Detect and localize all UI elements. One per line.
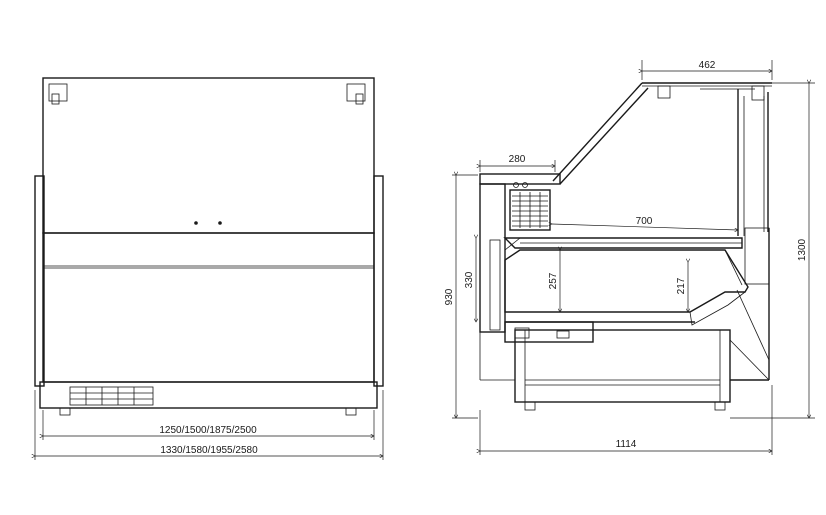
side-dim-total-height: 1300 <box>797 238 808 261</box>
front-dim-outer-width: 1330/1580/1955/2580 <box>160 445 258 456</box>
side-front-glass-inner <box>559 87 649 185</box>
side-dim-top-width: 462 <box>699 60 716 71</box>
side-dim-shelf-height: 330 <box>464 271 475 288</box>
front-body <box>42 232 375 383</box>
front-vent-grille <box>69 386 154 406</box>
front-side-panel-right <box>373 175 384 387</box>
side-dim-counter-height: 930 <box>444 288 455 305</box>
side-control-panel <box>556 330 570 339</box>
front-bracket-right-tab <box>355 93 364 105</box>
side-dim-line-shelf-width <box>552 224 738 230</box>
side-dim-upper-clearance: 257 <box>548 272 559 289</box>
side-dim-total-depth: 1114 <box>616 439 637 450</box>
side-top-bracket-left <box>657 85 671 99</box>
side-back-door <box>489 239 501 331</box>
side-foot-left <box>524 401 536 411</box>
front-glass-canopy <box>42 77 375 234</box>
side-front-glass-outer <box>552 82 643 182</box>
side-dim-shelf-width: 700 <box>636 216 653 227</box>
side-back-column <box>479 183 506 333</box>
front-vent-slots <box>70 387 153 405</box>
front-bracket-left-tab <box>51 93 60 105</box>
side-rear-box <box>744 227 770 285</box>
side-evaporator <box>509 189 551 231</box>
front-foot-left <box>59 407 71 416</box>
side-foot-right <box>714 401 726 411</box>
side-dim-shelf-depth: 280 <box>509 154 526 165</box>
front-view: 1250/1500/1875/2500 1330/1580/1955/2580 <box>35 77 384 460</box>
side-evaporator-hatch <box>512 192 548 228</box>
front-foot-right <box>345 407 357 416</box>
side-tank <box>504 249 749 313</box>
front-bracket-left <box>48 83 68 102</box>
side-control-box <box>504 321 594 343</box>
side-view: 462 280 700 330 257 217 930 1300 1114 <box>444 60 815 455</box>
front-screw-left <box>194 221 198 225</box>
front-screw-right <box>218 221 222 225</box>
front-base <box>39 381 378 409</box>
side-top-bracket-right <box>751 85 765 101</box>
side-dim-lower-clearance: 217 <box>676 277 687 294</box>
side-lower-frame <box>514 329 731 403</box>
front-dim-inner-width: 1250/1500/1875/2500 <box>159 425 257 436</box>
side-back-shelf <box>479 173 561 185</box>
